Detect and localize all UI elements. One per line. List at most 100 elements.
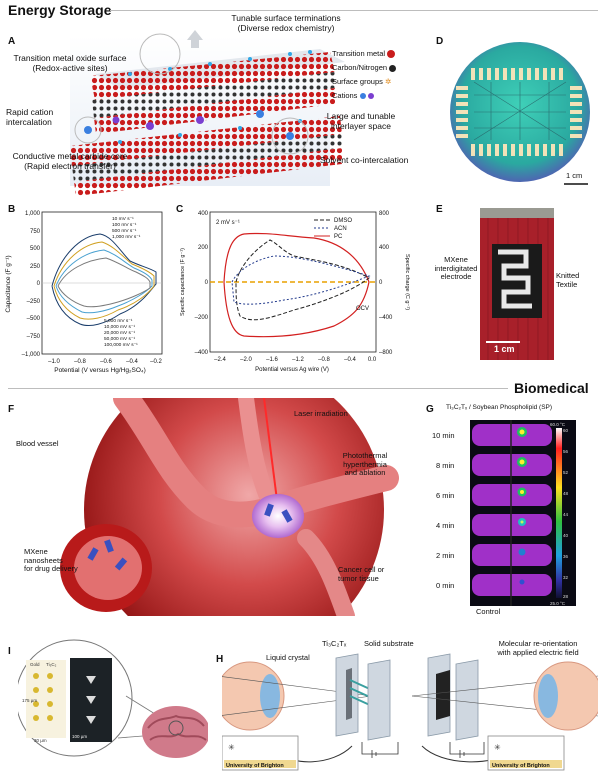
panel-b-ytick: 1,000 [25,211,41,217]
panel-g-title: Ti₃C₂Tₓ / Soybean Phospholipid (SP) [446,404,553,411]
laser-irradiation-label: Laser irradiation [294,409,348,418]
scale-bottom: 25.0 °C [550,601,566,606]
svg-text:✳: ✳ [228,743,235,752]
panel-b-ylabel: Capacitance (F g⁻¹) [5,255,12,312]
panel-a-letter: A [8,36,16,47]
panel-c-xtick: 0.0 [368,357,377,363]
panel-e-scale: 1 cm [494,344,515,354]
panel-c-y2tick: 800 [379,211,390,217]
thermal-image-stack: 60 56 52 48 44 40 36 32 28 60.0 °C 25.0 … [470,420,576,606]
time-2min: 2 min [436,551,455,560]
panel-g-letter: G [426,404,434,415]
section-title-biomedical: Biomedical [514,380,589,396]
panel-b-chart: 1,000 750 500 250 0 –250 –500 –750 –1,00… [0,206,170,374]
panel-b-legend-entry: 100,000 mV s⁻¹ [104,342,138,348]
liquid-crystal-illustration: ✳ ✳ University of Brighton University of… [215,653,600,771]
scale-tick: 56 [563,449,569,454]
scale-tick: 28 [563,594,569,599]
section-rule-biomedical [8,388,508,389]
mxene-structure-illustration [70,30,345,196]
panel-b-xtick: –0.6 [100,359,112,365]
panel-b-xtick: –0.8 [74,359,86,365]
panel-c-xtick: –1.2 [292,357,304,363]
thermal-images: 60 56 52 48 44 40 36 32 28 60.0 °C 25.0 … [472,420,569,606]
panel-c-ytick: 200 [198,245,209,251]
panel-h-figure: ✳ ✳ University of Brighton University of… [215,636,600,772]
panel-c-ytick: 400 [198,211,209,217]
legend-pc: PC [334,234,343,240]
panel-c-ytick: 0 [205,280,209,286]
cv-curves-chart: 1,000 750 500 250 0 –250 –500 –750 –1,00… [5,211,162,374]
panel-c-xtick: –0.8 [318,357,330,363]
panel-b-legend-entry: 5,000 mV s⁻¹ [104,318,133,324]
scale-tick: 32 [563,575,569,580]
panel-c-ocv: OCV [356,306,369,312]
panel-b-legend-entry: 20,000 mV s⁻¹ [104,330,135,336]
scale-tick: 44 [563,512,569,517]
panel-i-figure: Gold Ti₃C₂ 175 µm 30 µm 100 µm [15,636,210,770]
electrode-pads [456,68,582,156]
specific-capacitance-chart: 400 200 0 –200 –400 800 400 0 –400 –800 … [180,211,410,373]
panel-c-chart: 400 200 0 –200 –400 800 400 0 –400 –800 … [174,206,414,374]
panel-b-ytick: –500 [27,316,41,322]
panel-b-xlabel: Potential (V versus Hg/Hg₂SO₄) [54,367,146,374]
panel-b-legend-entry: 500 mV s⁻¹ [112,228,137,234]
panel-c-ytick: –200 [195,315,209,321]
neural-electrode-illustration: Gold Ti₃C₂ 175 µm 30 µm 100 µm [15,639,210,758]
scale-tick: 48 [563,491,569,496]
panel-c-xlabel: Potential versus Ag wire (V) [255,367,329,373]
panel-a-figure [0,14,400,202]
legend-surface-groups: Surface groups ✲ [332,77,392,86]
time-0min: 0 min [436,581,455,590]
panel-b-legend-entry: 100 mV s⁻¹ [112,222,137,228]
panel-c-xtick: –0.4 [344,357,356,363]
time-10min: 10 min [432,431,455,440]
surface-terminations-label: Tunable surface terminations(Diverse red… [231,13,341,33]
blood-vessel-label: Blood vessel [16,439,59,448]
legend-transition-metal: Transition metal [332,49,422,64]
panel-e-photo [480,208,554,360]
panel-c-xtick: –2.4 [214,357,226,363]
section-rule-energy [110,10,598,11]
card-label-right: University of Brighton [492,763,550,769]
panel-d-scale: 1 cm [566,171,583,180]
panel-a-legend: Transition metal Carbon/Nitrogen Surface… [332,49,422,106]
scale-tick: 60 [563,428,569,433]
panel-d-figure [446,40,596,190]
panel-c-y2tick: 0 [379,280,383,286]
label-175um: 175 µm [22,698,37,703]
legend-dmso: DMSO [334,218,352,224]
panel-b-legend-entry: 10 mV s⁻¹ [112,216,134,222]
panel-c-y2label: Specific charge (C g⁻¹) [404,254,410,310]
ti3c2tx-label: Ti₃C₂Tₓ [322,639,347,648]
legend-acn: ACN [334,226,347,232]
panel-f-letter: F [8,404,15,415]
legend-cations: Cations [332,91,422,106]
photothermal-therapy-illustration [60,360,399,660]
scale-tick: 52 [563,470,569,475]
panel-d-letter: D [436,36,444,47]
label-100um: 100 µm [72,734,87,739]
panel-b-ytick: –1,000 [22,352,41,358]
panel-c-y2tick: –800 [379,350,393,356]
panel-b-xtick: –0.2 [150,359,162,365]
label-ti: Ti₃C₂ [46,662,57,667]
time-4min: 4 min [436,521,455,530]
panel-b-legend-entry: 10,000 mV s⁻¹ [104,324,135,330]
panel-b-xtick: –0.4 [126,359,138,365]
panel-b-xtick: –1.0 [48,359,60,365]
panel-b-ytick: 500 [30,246,41,252]
scale-tick: 40 [563,533,569,538]
label-30um: 30 µm [34,738,47,743]
knitted-textile-photo [480,208,554,360]
wafer-device-photo [446,40,596,190]
panel-h-letter: H [216,654,224,665]
panel-b-letter: B [8,204,16,215]
section-title-energy: Energy Storage [8,2,112,18]
scale-top: 60.0 °C [550,422,566,427]
panel-c-y2tick: 400 [379,245,390,251]
